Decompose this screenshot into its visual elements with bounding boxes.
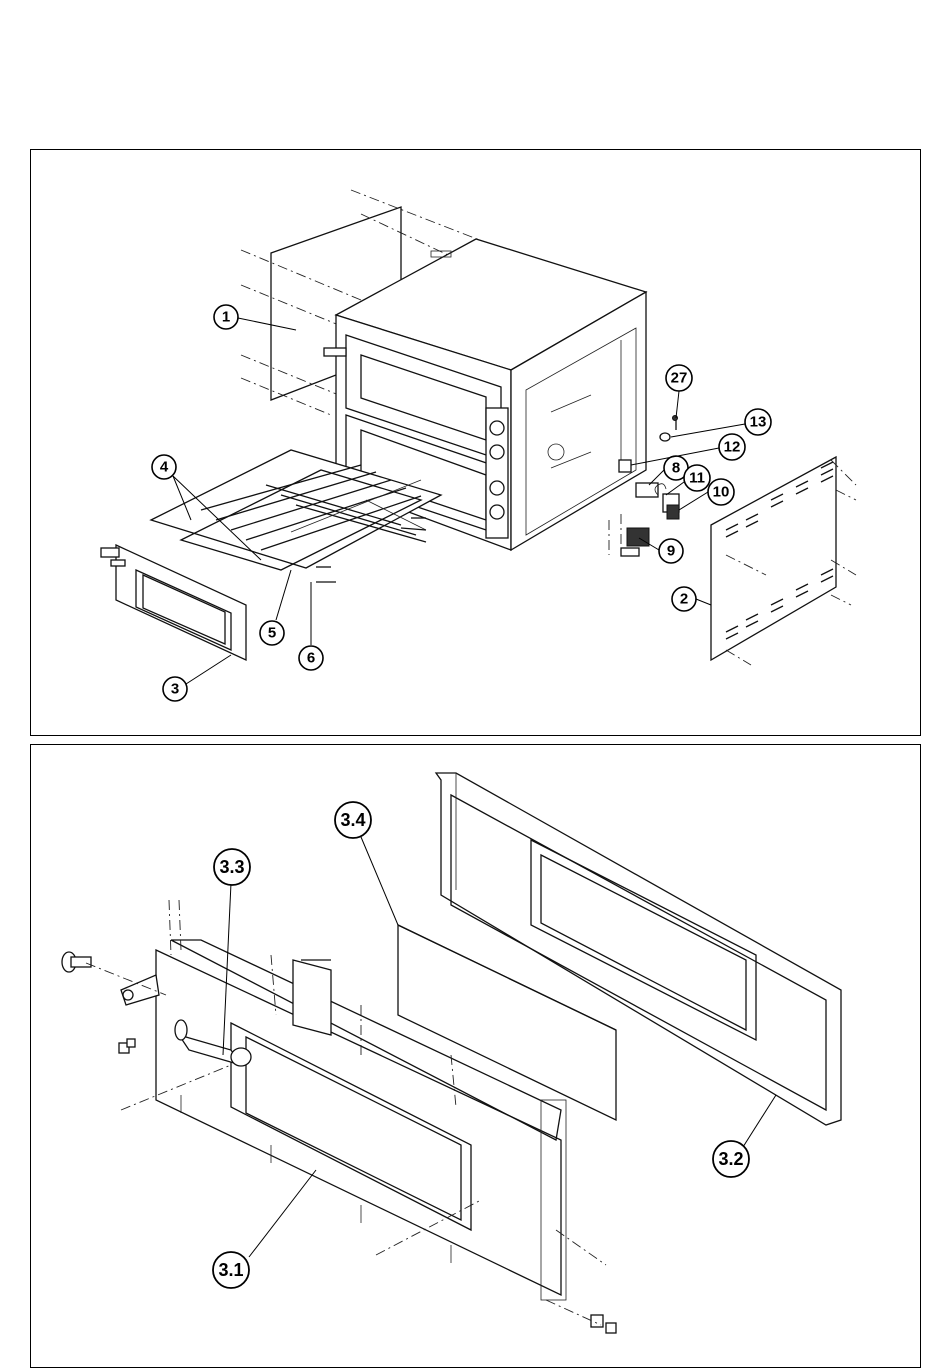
door-outer-frame-part-3-2 — [436, 773, 841, 1125]
svg-text:10: 10 — [713, 484, 730, 501]
oven-exploded-drawing: 1 2 3 4 5 6 8 — [31, 150, 922, 737]
front-door-part-3 — [101, 545, 246, 660]
callout-2: 2 — [672, 587, 711, 611]
callout-12: 12 — [631, 434, 745, 465]
callout-3-4: 3.4 — [335, 802, 398, 925]
svg-text:1: 1 — [222, 309, 230, 326]
svg-text:3: 3 — [171, 681, 179, 698]
svg-text:2: 2 — [680, 591, 688, 608]
callout-5: 5 — [260, 570, 291, 645]
door-exploded-drawing: 3.1 3.2 3.3 3.4 — [31, 745, 922, 1369]
svg-text:3.1: 3.1 — [218, 1260, 243, 1280]
callout-27: 27 — [666, 365, 692, 418]
svg-text:3.3: 3.3 — [219, 857, 244, 877]
svg-text:11: 11 — [689, 470, 705, 487]
callout-3: 3 — [163, 655, 231, 701]
svg-text:27: 27 — [671, 370, 688, 387]
svg-text:12: 12 — [724, 439, 741, 456]
svg-text:9: 9 — [667, 543, 675, 560]
svg-text:5: 5 — [268, 625, 276, 642]
callout-13: 13 — [671, 409, 771, 437]
svg-text:8: 8 — [672, 460, 680, 477]
door-exploded-view-panel: 3.1 3.2 3.3 3.4 — [30, 744, 921, 1368]
callout-9: 9 — [639, 538, 683, 563]
svg-text:3.2: 3.2 — [718, 1149, 743, 1169]
svg-text:3.4: 3.4 — [340, 810, 365, 830]
callout-3-2: 3.2 — [713, 1095, 776, 1177]
svg-text:13: 13 — [750, 414, 767, 431]
oven-exploded-view-panel: 1 2 3 4 5 6 8 — [30, 149, 921, 736]
svg-text:6: 6 — [307, 650, 315, 667]
svg-text:4: 4 — [160, 459, 169, 476]
callout-6: 6 — [299, 582, 323, 670]
callout-3-1: 3.1 — [213, 1170, 316, 1288]
